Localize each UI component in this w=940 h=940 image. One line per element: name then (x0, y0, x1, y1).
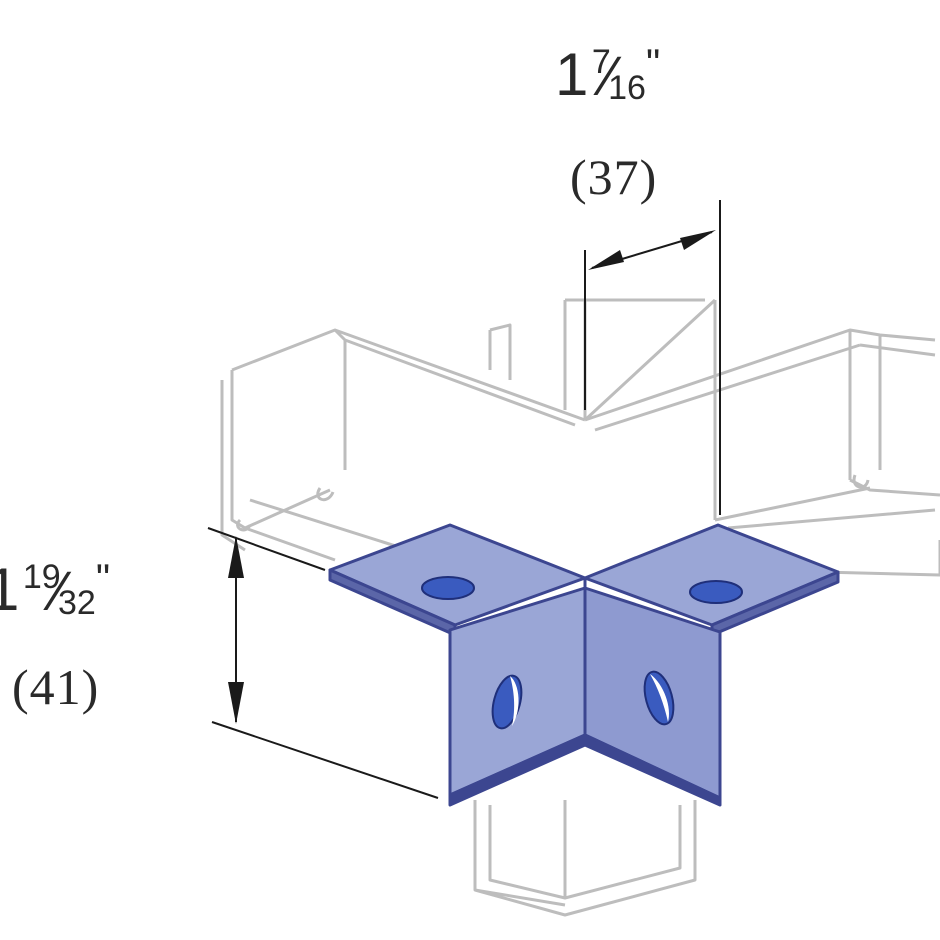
center-channel (488, 298, 717, 520)
bottom-channel (473, 800, 697, 917)
right-channel (584, 328, 940, 577)
extension-line-left-bottom (211, 721, 439, 799)
dimension-left-denominator: 32 (58, 584, 96, 622)
dimension-top-unit: " (645, 42, 661, 86)
arrowhead-left-bottom (228, 682, 244, 724)
dimension-left (207, 527, 439, 799)
dimension-top-metric: (37) (570, 149, 658, 205)
dimension-left-unit: " (95, 557, 111, 601)
hole-top-left (421, 576, 475, 600)
hole-face-right-highlight (650, 674, 670, 722)
dimension-left-fraction-slash: ⁄ (54, 559, 65, 622)
hole-highlights (510, 674, 670, 726)
hole-face-left-highlight (510, 676, 519, 726)
dimension-left-whole: 1 (0, 556, 19, 623)
fitting-bottom-edge (448, 733, 722, 807)
dimension-left-metric: (41) (12, 659, 100, 715)
dimension-top (584, 200, 721, 515)
left-channel (220, 328, 586, 562)
dimension-top-fraction-slash: ⁄ (604, 44, 615, 107)
dimension-top-whole: 1 (555, 41, 588, 108)
arrowhead-left-top (228, 536, 244, 578)
fitting (328, 523, 840, 807)
hole-top-right (689, 580, 743, 604)
arrowhead-top-right (680, 230, 716, 250)
dimension-top-denominator: 16 (608, 69, 646, 107)
dimension-left-imperial: 1 19⁄32" (0, 555, 110, 624)
dimension-left-numerator: 19 (22, 558, 61, 596)
dimension-top-numerator: 7 (591, 43, 611, 81)
extension-line-left-top (207, 527, 326, 571)
arrowhead-top-left (588, 250, 624, 270)
dimension-top-imperial: 1 7⁄16" (555, 40, 660, 109)
